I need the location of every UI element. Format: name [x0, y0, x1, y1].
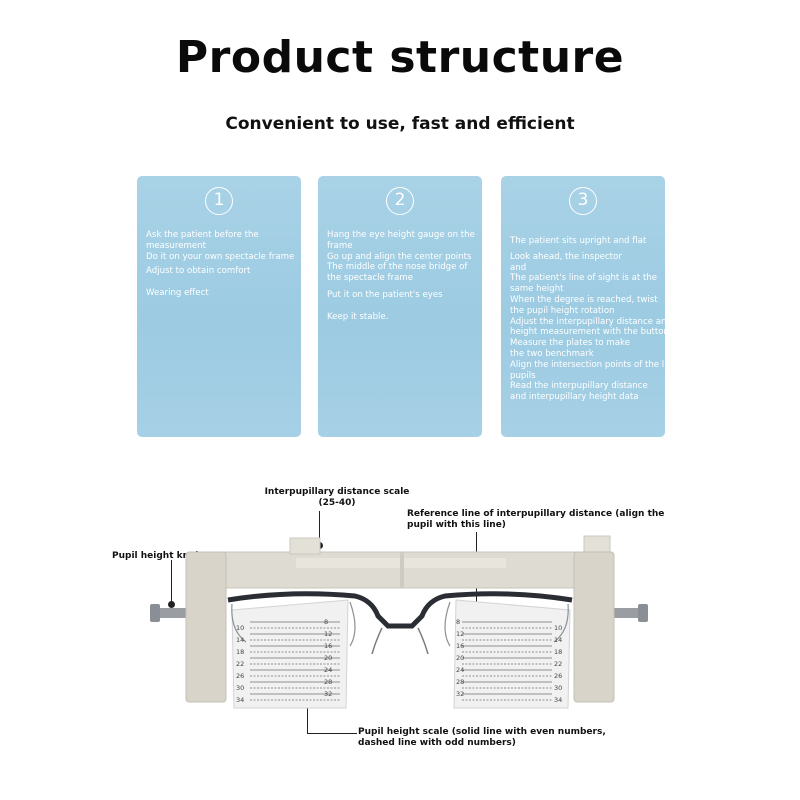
- step-3-line: When the degree is reached, twist the pu…: [510, 294, 658, 316]
- scale-number: 28: [324, 678, 332, 686]
- step-number-1: 1: [205, 187, 233, 215]
- scale-number: 34: [236, 696, 244, 704]
- pupil-knob-leader: [171, 560, 172, 604]
- page-subtitle: Convenient to use, fast and efficient: [225, 114, 575, 134]
- pupil-knob-label: Pupil height knob: [112, 551, 202, 561]
- scale-number: 30: [236, 684, 244, 692]
- scale-number: 18: [236, 648, 244, 656]
- scale-number: 10: [554, 624, 562, 632]
- right-knob-shaft: [605, 608, 645, 618]
- scale-number: 12: [324, 630, 332, 638]
- scale-number: 22: [554, 660, 562, 668]
- step-2-line: Hang the eye height gauge on the frame: [327, 230, 475, 251]
- scale-number: 32: [456, 690, 464, 698]
- right-scale-numbers: 10 14 18 22 26 30 34 8 12 16 20 24 28 32: [456, 618, 562, 704]
- step-3-line: Align the intersection points of the lin…: [510, 359, 720, 381]
- step-number-3: 3: [569, 187, 597, 215]
- scale-number: 26: [236, 672, 244, 680]
- step-3-line: The patient's line of sight is at the sa…: [510, 273, 658, 295]
- center-split: [400, 552, 404, 588]
- right-arm: [573, 551, 615, 703]
- step-2-line: Keep it stable.: [327, 311, 389, 322]
- pupil-scale-label: Pupil height scale (solid line with even…: [358, 727, 606, 748]
- right-lens-plate: [453, 599, 571, 709]
- step-1-line: Adjust to obtain comfort: [146, 266, 251, 277]
- ipd-scale-label: Interpupillary distance scale (25-40): [264, 487, 410, 508]
- page-title: Product structure: [175, 32, 625, 83]
- scale-number: 24: [456, 666, 464, 674]
- scale-number: 12: [456, 630, 464, 638]
- step-1-line: Ask the patient before the measurement: [146, 230, 259, 251]
- scale-number: 34: [554, 696, 562, 704]
- scale-number: 8: [456, 618, 460, 626]
- scale-number: 14: [236, 636, 244, 644]
- scale-number: 30: [554, 684, 562, 692]
- left-knob-icon: [150, 604, 160, 622]
- nose-pads: [371, 627, 429, 655]
- spectacle-frame-top: [227, 591, 573, 629]
- scale-number: 28: [456, 678, 464, 686]
- pupil-scale-leader-h: [307, 733, 357, 734]
- scale-number: 32: [324, 690, 332, 698]
- left-scale-lines: [250, 621, 340, 701]
- step-3-line: Look ahead, the inspector and: [510, 251, 622, 273]
- left-lens-plate: [231, 599, 349, 709]
- scale-number: 26: [554, 672, 562, 680]
- step-3-line: Adjust the interpupillary distance and i…: [510, 316, 733, 338]
- scale-number: 22: [236, 660, 244, 668]
- step-number-2: 2: [386, 187, 414, 215]
- step-1-line: Wearing effect: [146, 288, 209, 299]
- right-knob-icon: [638, 604, 648, 622]
- scale-number: 16: [324, 642, 332, 650]
- left-knob-shaft: [154, 608, 194, 618]
- pupillometer-illustration: 10 14 18 22 26 30 34 8 12 16 20 24 28 32 10 14 18 22 26 30…: [150, 535, 648, 709]
- step-card-1-text: Ask the patient before the measurement D…: [146, 230, 295, 303]
- step-card-1: 1 Ask the patient before the measurement…: [137, 176, 301, 437]
- step-2-line: Put it on the patient's eyes: [327, 289, 443, 300]
- left-arm: [185, 551, 227, 703]
- scale-number: 20: [456, 654, 464, 662]
- step-card-2-text: Hang the eye height gauge on the frame G…: [327, 230, 476, 327]
- scale-number: 10: [236, 624, 244, 632]
- scale-number: 14: [554, 636, 562, 644]
- scale-number: 8: [324, 618, 328, 626]
- step-card-3: 3 The patient sits upright and flat Look…: [501, 176, 732, 437]
- scale-number: 16: [456, 642, 464, 650]
- step-card-2: 2 Hang the eye height gauge on the frame…: [318, 176, 482, 437]
- step-card-3-text: The patient sits upright and flat Look a…: [510, 236, 732, 403]
- step-1-line: Do it on your own spectacle frame: [146, 251, 295, 262]
- ipd-scale-leader: [319, 511, 320, 545]
- pupil-knob-leader-dot: [168, 601, 175, 608]
- ipd-reference-label: Reference line of interpupillary distanc…: [407, 509, 665, 530]
- left-scale-numbers: 10 14 18 22 26 30 34 8 12 16 20 24 28 32: [236, 618, 332, 704]
- scale-number: 20: [324, 654, 332, 662]
- left-slider-tab: [289, 537, 321, 555]
- step-3-line: Measure the plates to make the two bench…: [510, 338, 631, 359]
- step-3-line: Read the interpupillary distance and int…: [510, 381, 648, 403]
- scale-number: 24: [324, 666, 332, 674]
- step-2-line: The middle of the nose bridge of the spe…: [327, 262, 468, 284]
- spectacle-lens-edges: [231, 601, 569, 647]
- step-3-line: The patient sits upright and flat: [510, 236, 647, 246]
- step-2-line: Go up and align the center points: [327, 251, 472, 262]
- right-scale-lines: [462, 621, 552, 701]
- scale-number: 18: [554, 648, 562, 656]
